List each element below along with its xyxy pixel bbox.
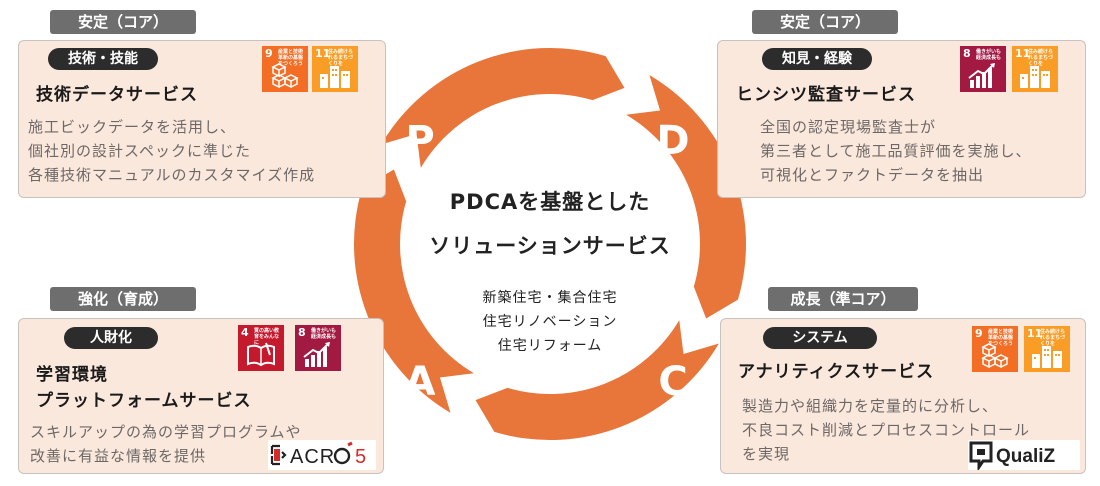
- growth-chart-icon: [303, 342, 330, 367]
- ring-segment-a: [354, 169, 474, 413]
- acro5-text: ACR: [290, 446, 335, 468]
- sdg-text: 働きがいも経済成長も: [311, 328, 337, 340]
- sdg-text: 働きがいも経済成長も: [976, 49, 1002, 61]
- desc-line: 不良コスト削減とプロセスコントロール: [742, 421, 1031, 439]
- qualiz-text: QualiZ: [996, 446, 1056, 467]
- center-title-line2: ソリューションサービス: [429, 234, 671, 258]
- title-bottom-left-1: 学習環境: [36, 365, 108, 385]
- tag-bottom-left: 強化（育成）: [50, 287, 196, 311]
- center-sub-line: 新築住宅・集合住宅: [482, 290, 618, 306]
- cubes-icon: [981, 343, 1009, 368]
- sdg-11-badge: 11 住み続けられるまちづくりを: [1024, 326, 1070, 372]
- book-icon: [247, 342, 275, 367]
- sdg-text: 住み続けられるまちづくりを: [1028, 49, 1054, 67]
- desc-line: 可視化とファクトデータを抽出: [760, 166, 985, 184]
- sdg-8-badge: 8 働きがいも経済成長も: [295, 325, 341, 371]
- sdg-number: 8: [298, 326, 306, 339]
- qualiz-logo: QualiZ: [968, 440, 1080, 472]
- center-sub-line: 住宅リフォーム: [497, 338, 603, 354]
- tag-top-left: 安定（コア）: [50, 10, 196, 34]
- title-bottom-left-2: プラットフォームサービス: [36, 391, 252, 411]
- desc-line: 個社別の設計スペックに準じた: [28, 142, 251, 160]
- sdg-number: 11: [315, 47, 331, 60]
- center-subtitle: 新築住宅・集合住宅 住宅リノベーション 住宅リフォーム: [430, 286, 670, 358]
- sdg-text: 質の高い教育をみんなに: [254, 328, 280, 346]
- tag-bottom-right: 成長（準コア）: [768, 287, 918, 311]
- desc-bottom-left: スキルアップの為の学習プログラムや 改善に有益な情報を提供: [30, 420, 302, 468]
- cubes-icon: [271, 63, 299, 88]
- pdca-letter-d: D: [656, 118, 690, 164]
- desc-line: 各種技術マニュアルのカスタマイズ作成: [28, 166, 316, 184]
- pill-top-right: 知見・経験: [762, 48, 872, 70]
- sdg-number: 9: [975, 327, 983, 340]
- growth-chart-icon: [968, 63, 995, 88]
- pdca-letter-c: C: [658, 359, 688, 405]
- sdg-11-badge: 11 住み続けられるまちづくりを: [1012, 46, 1058, 92]
- sdg-text: 産業と技術革新の基盤をつくろう: [278, 49, 304, 67]
- desc-line: 全国の認定現場監査士が: [760, 118, 937, 136]
- sdg-text: 住み続けられるまちづくりを: [328, 49, 354, 67]
- ring-segment-c: [475, 320, 719, 441]
- sdg-number: 9: [265, 47, 273, 60]
- desc-line: 製造力や組織力を定量的に分析し、: [742, 397, 999, 415]
- pdca-letter-p: P: [405, 118, 435, 164]
- title-top-left: 技術データサービス: [36, 85, 198, 105]
- pill-bottom-right: システム: [763, 327, 877, 349]
- sdg-9-badge: 9 産業と技術革新の基盤をつくろう: [262, 46, 308, 92]
- acro5-logo: ACR 5: [268, 440, 376, 470]
- center-sub-line: 住宅リノベーション: [482, 314, 618, 330]
- sdg-8-badge: 8 働きがいも経済成長も: [960, 46, 1006, 92]
- ring-segment-d: [626, 75, 746, 319]
- desc-top-left: 施工ビックデータを活用し、 個社別の設計スペックに準じた 各種技術マニュアルのカ…: [28, 115, 315, 187]
- ring-center: [401, 95, 699, 393]
- sdg-number: 11: [1027, 327, 1043, 340]
- pill-bottom-left: 人財化: [64, 327, 158, 349]
- title-top-right: ヒンシツ監査サービス: [736, 85, 916, 105]
- pdca-letter-a: A: [404, 359, 436, 405]
- sdg-text: 住み続けられるまちづくりを: [1040, 329, 1066, 347]
- desc-line: 施工ビックデータを活用し、: [28, 118, 237, 136]
- svg-text:5: 5: [355, 446, 366, 468]
- desc-top-right: 全国の認定現場監査士が 第三者として施工品質評価を実施し、 可視化とファクトデー…: [760, 115, 1032, 187]
- sdg-number: 4: [241, 326, 249, 339]
- sdg-11-badge: 11 住み続けられるまちづくりを: [312, 46, 358, 92]
- tag-top-right: 安定（コア）: [752, 10, 898, 34]
- desc-line: スキルアップの為の学習プログラムや: [30, 423, 302, 441]
- ring-segment-p: [381, 47, 625, 168]
- center-title-line1: PDCAを基盤とした: [449, 190, 651, 214]
- title-bottom-right: アナリティクスサービス: [738, 362, 935, 382]
- sdg-9-badge: 9 産業と技術革新の基盤をつくろう: [972, 326, 1018, 372]
- sdg-number: 11: [1015, 47, 1031, 60]
- desc-line: 改善に有益な情報を提供: [30, 447, 207, 465]
- sdg-4-badge: 4 質の高い教育をみんなに: [238, 325, 284, 371]
- sdg-number: 8: [963, 47, 971, 60]
- desc-bottom-right: 製造力や組織力を定量的に分析し、 不良コスト削減とプロセスコントロール を実現: [742, 394, 1030, 466]
- desc-line: 第三者として施工品質評価を実施し、: [760, 142, 1032, 160]
- desc-line: を実現: [742, 445, 791, 463]
- city-icon: [320, 66, 350, 88]
- pill-top-left: 技術・技能: [48, 48, 158, 70]
- city-icon: [1020, 66, 1050, 88]
- city-icon: [1032, 346, 1062, 368]
- sdg-text: 産業と技術革新の基盤をつくろう: [988, 329, 1014, 347]
